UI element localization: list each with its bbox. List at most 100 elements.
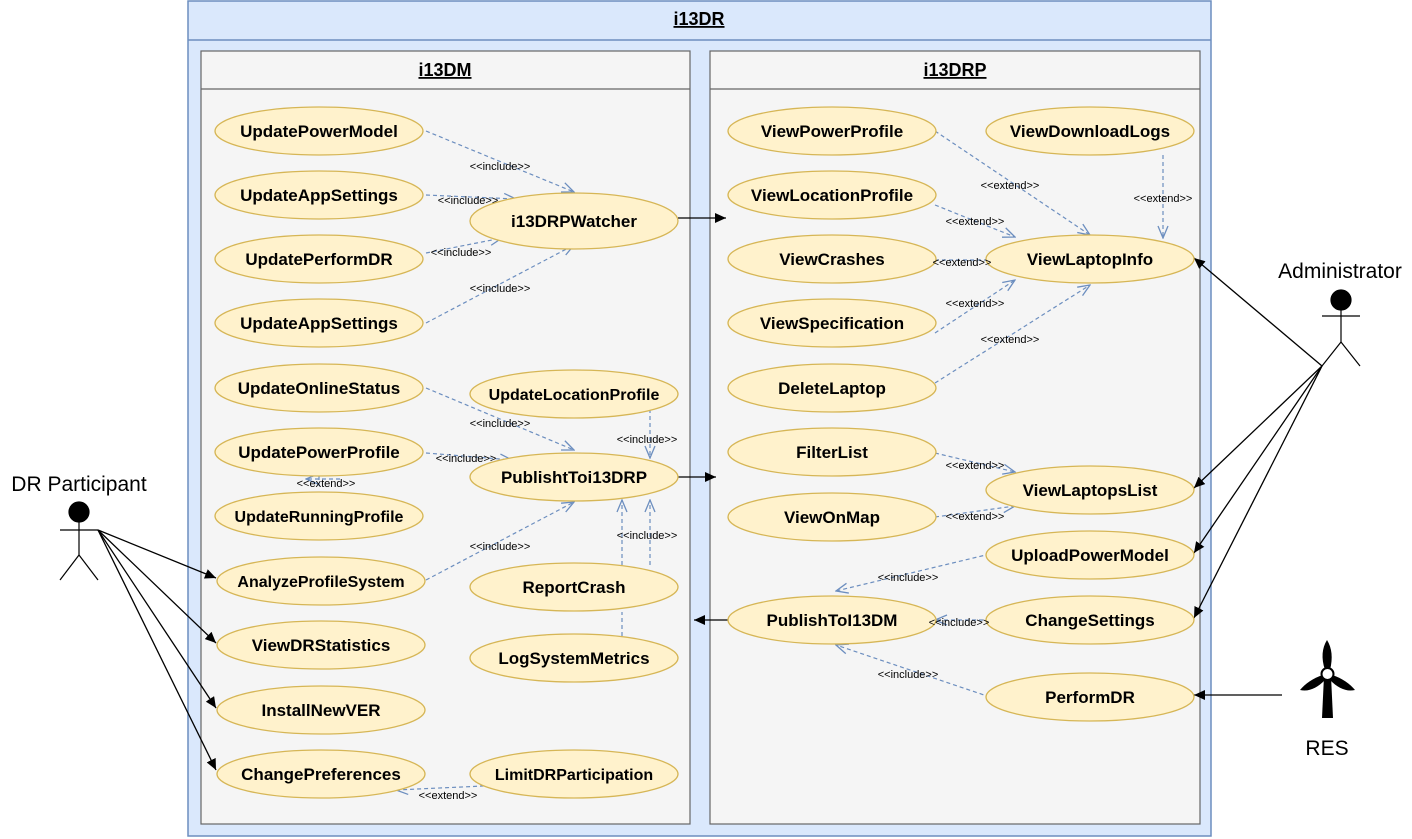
use-case-view-laptop-info[interactable]: ViewLaptopInfo (985, 234, 1195, 284)
svg-text:DeleteLaptop: DeleteLaptop (778, 379, 886, 398)
include-label: <<include>> (431, 247, 492, 259)
use-case-log-system-metrics[interactable]: LogSystemMetrics (469, 633, 679, 683)
use-case-view-specification[interactable]: ViewSpecification (727, 298, 937, 348)
use-case-update-perform-dr[interactable]: UpdatePerformDR (214, 234, 424, 284)
stereotype-labels: <<include>> <<include>> <<include>> <<in… (297, 161, 1193, 802)
include-label: <<include>> (436, 453, 497, 465)
svg-text:ChangeSettings: ChangeSettings (1025, 611, 1154, 630)
svg-text:UpdateLocationProfile: UpdateLocationProfile (489, 387, 660, 404)
use-case-publish-to-i13drp[interactable]: PublishtToi13DRP (469, 452, 679, 502)
svg-text:ViewLaptopsList: ViewLaptopsList (1023, 481, 1158, 500)
use-case-change-preferences[interactable]: ChangePreferences (216, 749, 426, 799)
use-case-update-location-profile[interactable]: UpdateLocationProfile (469, 369, 679, 419)
extend-label: <<extend>> (946, 216, 1005, 228)
svg-text:PublishtToi13DRP: PublishtToi13DRP (501, 468, 647, 487)
actor-label-dr-participant: DR Participant (11, 473, 147, 496)
wind-turbine-icon (1300, 640, 1355, 718)
include-label: <<include>> (878, 572, 939, 584)
svg-text:AnalyzeProfileSystem: AnalyzeProfileSystem (237, 574, 404, 591)
svg-text:ViewCrashes: ViewCrashes (779, 250, 885, 269)
svg-text:ChangePreferences: ChangePreferences (241, 765, 401, 784)
extend-label: <<extend>> (419, 790, 478, 802)
subsystem-flows (678, 213, 730, 625)
svg-text:i13DRPWatcher: i13DRPWatcher (511, 212, 637, 231)
use-case-publish-to-i13dm[interactable]: PublishToI13DM (727, 595, 937, 645)
extend-label: <<extend>> (946, 298, 1005, 310)
stick-figure-icon (1321, 289, 1361, 367)
svg-text:FilterList: FilterList (796, 443, 868, 462)
svg-text:UploadPowerModel: UploadPowerModel (1011, 546, 1169, 565)
use-case-view-laptops-list[interactable]: ViewLaptopsList (985, 465, 1195, 515)
use-case-update-app-settings-2[interactable]: UpdateAppSettings (214, 298, 424, 348)
include-label: <<include>> (438, 195, 499, 207)
use-case-view-download-logs[interactable]: ViewDownloadLogs (985, 106, 1195, 156)
actor-associations (97, 257, 1323, 771)
svg-text:UpdatePowerProfile: UpdatePowerProfile (238, 443, 400, 462)
extend-label: <<extend>> (946, 460, 1005, 472)
svg-text:PublishToI13DM: PublishToI13DM (767, 611, 898, 630)
svg-text:UpdatePowerModel: UpdatePowerModel (240, 122, 398, 141)
svg-text:ViewLaptopInfo: ViewLaptopInfo (1027, 250, 1153, 269)
extend-label: <<extend>> (1134, 193, 1193, 205)
svg-text:ViewPowerProfile: ViewPowerProfile (761, 122, 903, 141)
use-case-view-power-profile[interactable]: ViewPowerProfile (727, 106, 937, 156)
stick-figure-icon (59, 501, 99, 581)
actor-res[interactable]: RES (1300, 640, 1355, 760)
use-case-view-dr-statistics[interactable]: ViewDRStatistics (216, 620, 426, 670)
relations-i13dm (306, 130, 650, 790)
use-case-perform-dr[interactable]: PerformDR (985, 672, 1195, 722)
svg-text:ViewOnMap: ViewOnMap (784, 508, 880, 527)
extend-label: <<extend>> (933, 257, 992, 269)
include-label: <<include>> (470, 418, 531, 430)
include-label: <<include>> (617, 530, 678, 542)
subsystem-title-i13drp: i13DRP (923, 60, 986, 80)
use-case-view-location-profile[interactable]: ViewLocationProfile (727, 170, 937, 220)
subsystem-title-i13dm: i13DM (418, 60, 471, 80)
actor-administrator[interactable]: Administrator (1278, 260, 1402, 367)
include-label: <<include>> (929, 617, 990, 629)
actor-label-res: RES (1305, 737, 1348, 760)
use-case-upload-power-model[interactable]: UploadPowerModel (985, 530, 1195, 580)
extend-label: <<extend>> (946, 511, 1005, 523)
use-case-install-new-ver[interactable]: InstallNewVER (216, 685, 426, 735)
svg-text:PerformDR: PerformDR (1045, 688, 1135, 707)
actor-dr-participant[interactable]: DR Participant (11, 473, 147, 581)
system-title: i13DR (673, 9, 724, 29)
extend-label: <<extend>> (981, 180, 1040, 192)
svg-text:LimitDRParticipation: LimitDRParticipation (495, 767, 653, 784)
use-case-change-settings[interactable]: ChangeSettings (985, 595, 1195, 645)
include-label: <<include>> (470, 161, 531, 173)
svg-text:LogSystemMetrics: LogSystemMetrics (498, 649, 649, 668)
use-case-update-power-profile[interactable]: UpdatePowerProfile (214, 427, 424, 477)
extend-label: <<extend>> (981, 334, 1040, 346)
actor-label-administrator: Administrator (1278, 260, 1402, 283)
svg-text:ReportCrash: ReportCrash (523, 578, 626, 597)
include-label: <<include>> (470, 541, 531, 553)
use-case-limit-dr-participation[interactable]: LimitDRParticipation (469, 749, 679, 799)
use-case-view-on-map[interactable]: ViewOnMap (727, 492, 937, 542)
use-case-update-running-profile[interactable]: UpdateRunningProfile (214, 491, 424, 541)
svg-text:UpdatePerformDR: UpdatePerformDR (245, 250, 392, 269)
use-case-filter-list[interactable]: FilterList (727, 427, 937, 477)
use-case-update-app-settings[interactable]: UpdateAppSettings (214, 170, 424, 220)
use-case-view-crashes[interactable]: ViewCrashes (727, 234, 937, 284)
svg-text:InstallNewVER: InstallNewVER (261, 701, 380, 720)
relations-i13drp (836, 130, 1163, 698)
svg-text:UpdateOnlineStatus: UpdateOnlineStatus (238, 379, 400, 398)
use-case-analyze-profile-system[interactable]: AnalyzeProfileSystem (216, 556, 426, 606)
use-case-delete-laptop[interactable]: DeleteLaptop (727, 363, 937, 413)
include-label: <<include>> (470, 283, 531, 295)
use-case-update-online-status[interactable]: UpdateOnlineStatus (214, 363, 424, 413)
use-case-report-crash[interactable]: ReportCrash (469, 562, 679, 612)
use-case-update-power-model[interactable]: UpdatePowerModel (214, 106, 424, 156)
include-label: <<include>> (617, 434, 678, 446)
include-label: <<include>> (878, 669, 939, 681)
svg-text:ViewLocationProfile: ViewLocationProfile (751, 186, 913, 205)
use-case-i13drp-watcher[interactable]: i13DRPWatcher (469, 192, 679, 250)
svg-text:ViewDRStatistics: ViewDRStatistics (252, 636, 391, 655)
svg-text:UpdateAppSettings: UpdateAppSettings (240, 314, 398, 333)
svg-text:UpdateAppSettings: UpdateAppSettings (240, 186, 398, 205)
svg-text:UpdateRunningProfile: UpdateRunningProfile (235, 509, 404, 526)
svg-text:ViewSpecification: ViewSpecification (760, 314, 904, 333)
